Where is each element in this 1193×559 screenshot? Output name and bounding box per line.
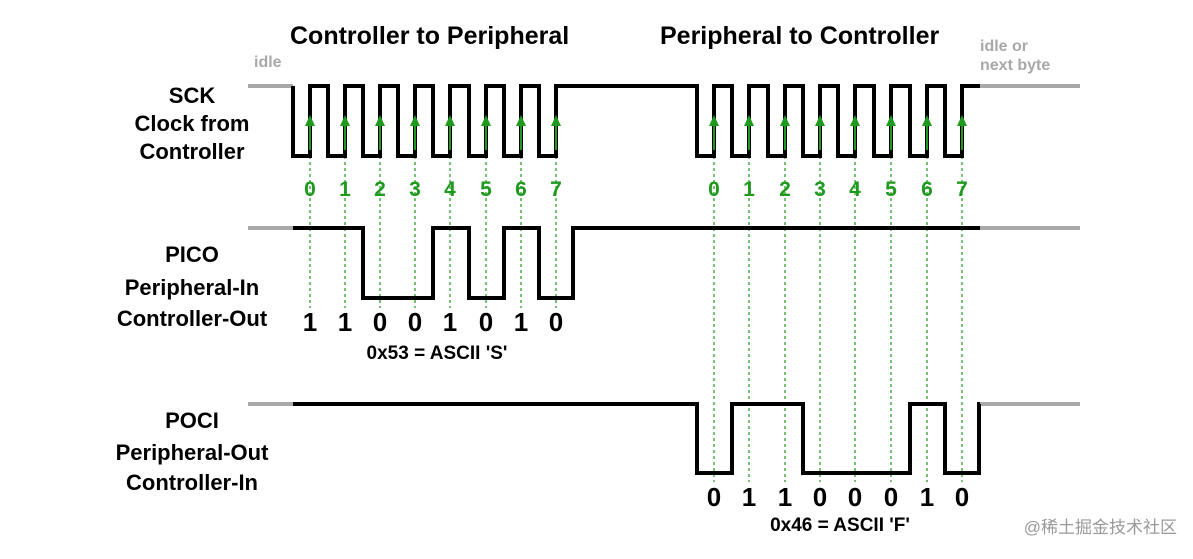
- sck-waveform: [291, 84, 980, 158]
- clock-edge-label: 0: [708, 178, 720, 201]
- clock-edge-label: 0: [304, 178, 316, 201]
- pico-bit: 0: [373, 307, 387, 337]
- poci-caption: 0x46 = ASCII 'F': [770, 515, 910, 536]
- edge-arrow-head: [481, 115, 491, 126]
- idle-lines: [248, 84, 1080, 406]
- heading-controller-to-peripheral: Controller to Peripheral: [290, 22, 569, 50]
- clock-edge-label: 4: [444, 178, 456, 201]
- next-byte-note: next byte: [980, 57, 1050, 74]
- poci-bit: 0: [955, 482, 969, 512]
- clock-edge-label: 3: [409, 178, 421, 201]
- sck-label: SCK: [169, 83, 216, 108]
- clock-edge-label: 7: [956, 178, 968, 201]
- edge-arrow-head: [375, 115, 385, 126]
- clock-edge-label: 7: [550, 178, 562, 201]
- idle-note: idle: [254, 54, 282, 71]
- clock-edge-label: 5: [480, 178, 492, 201]
- pico-label: PICO: [165, 242, 219, 267]
- edge-arrow-head: [886, 115, 896, 126]
- edge-arrow-head: [744, 115, 754, 126]
- poci-desc-2: Controller-In: [126, 470, 258, 495]
- pico-bit: 1: [514, 307, 528, 337]
- poci-bit: 0: [707, 482, 721, 512]
- poci-waveform: [293, 402, 981, 475]
- edge-arrow-head: [709, 115, 719, 126]
- idle-or-note: idle or: [980, 38, 1028, 55]
- poci-bit: 1: [778, 482, 792, 512]
- poci-bit: 1: [920, 482, 934, 512]
- pico-bit: 0: [479, 307, 493, 337]
- poci-bit: 0: [848, 482, 862, 512]
- pico-desc-1: Peripheral-In: [125, 275, 259, 300]
- clock-edge-arrows: [305, 115, 967, 150]
- edge-arrow-head: [922, 115, 932, 126]
- pico-bit: 1: [338, 307, 352, 337]
- poci-bit: 0: [813, 482, 827, 512]
- pico-bit: 1: [303, 307, 317, 337]
- poci-bit: 1: [742, 482, 756, 512]
- clock-edge-label: 2: [374, 178, 386, 201]
- sck-desc-1: Clock from: [135, 111, 250, 136]
- clock-edge-label: 2: [779, 178, 791, 201]
- clock-edge-label: 5: [885, 178, 897, 201]
- edge-arrow-head: [850, 115, 860, 126]
- edge-arrow-head: [305, 115, 315, 126]
- edge-arrow-head: [445, 115, 455, 126]
- edge-arrow-head: [815, 115, 825, 126]
- clock-edge-label: 4: [849, 178, 861, 201]
- heading-peripheral-to-controller: Peripheral to Controller: [660, 22, 939, 50]
- waveforms: [291, 84, 981, 475]
- clock-edge-label: 1: [339, 178, 351, 201]
- edge-arrow-head: [410, 115, 420, 126]
- clock-edge-label: 6: [515, 178, 527, 201]
- pico-waveform: [293, 226, 980, 300]
- edge-arrow-head: [340, 115, 350, 126]
- edge-arrow-head: [551, 115, 561, 126]
- pico-bit: 1: [443, 307, 457, 337]
- clock-edge-label: 6: [921, 178, 933, 201]
- edge-arrow-head: [516, 115, 526, 126]
- pico-bit: 0: [408, 307, 422, 337]
- watermark: @稀土掘金技术社区: [1024, 518, 1177, 537]
- clock-edge-label: 3: [814, 178, 826, 201]
- clock-edge-guides: [309, 120, 963, 482]
- clock-edge-label: 1: [743, 178, 755, 201]
- edge-arrow-head: [780, 115, 790, 126]
- pico-caption: 0x53 = ASCII 'S': [367, 343, 508, 364]
- edge-arrow-head: [957, 115, 967, 126]
- poci-label: POCI: [165, 408, 219, 433]
- pico-bit: 0: [549, 307, 563, 337]
- poci-bit: 0: [884, 482, 898, 512]
- pico-desc-2: Controller-Out: [117, 306, 268, 331]
- sck-desc-2: Controller: [139, 139, 245, 164]
- poci-desc-1: Peripheral-Out: [116, 440, 269, 465]
